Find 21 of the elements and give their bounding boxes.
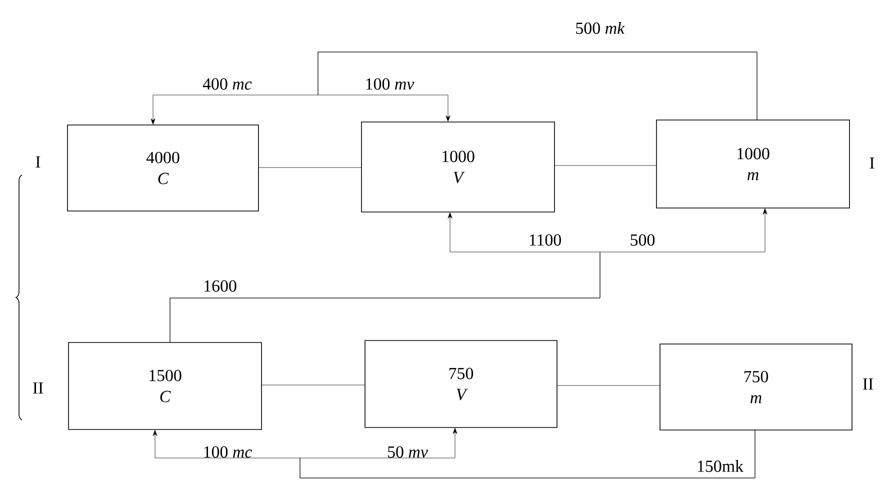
arrow <box>300 428 756 478</box>
label: 500 mk <box>576 22 625 34</box>
process-box: 750 m <box>660 344 852 430</box>
edge-label: 1100 <box>530 234 561 246</box>
edge-label: 50 mv <box>388 446 428 458</box>
label: 1600 <box>204 280 236 292</box>
label: II <box>32 382 44 394</box>
process-box: 750 V <box>364 340 558 428</box>
edge-label: 100 mv <box>366 78 414 90</box>
process-box: 1500 C <box>68 342 262 430</box>
label: I <box>870 157 874 169</box>
process-box: 1000 m <box>656 120 850 208</box>
arrow <box>318 52 758 122</box>
edge-label: 400 mc <box>202 78 252 90</box>
edge-label: 100 mc <box>204 446 252 458</box>
arrow <box>170 208 768 343</box>
edge-label: 500 <box>630 234 655 246</box>
process-box: 4000 C <box>67 124 259 212</box>
process-box: 1000 V <box>361 122 555 212</box>
label: 150mk <box>698 460 744 472</box>
label: I <box>36 156 40 168</box>
